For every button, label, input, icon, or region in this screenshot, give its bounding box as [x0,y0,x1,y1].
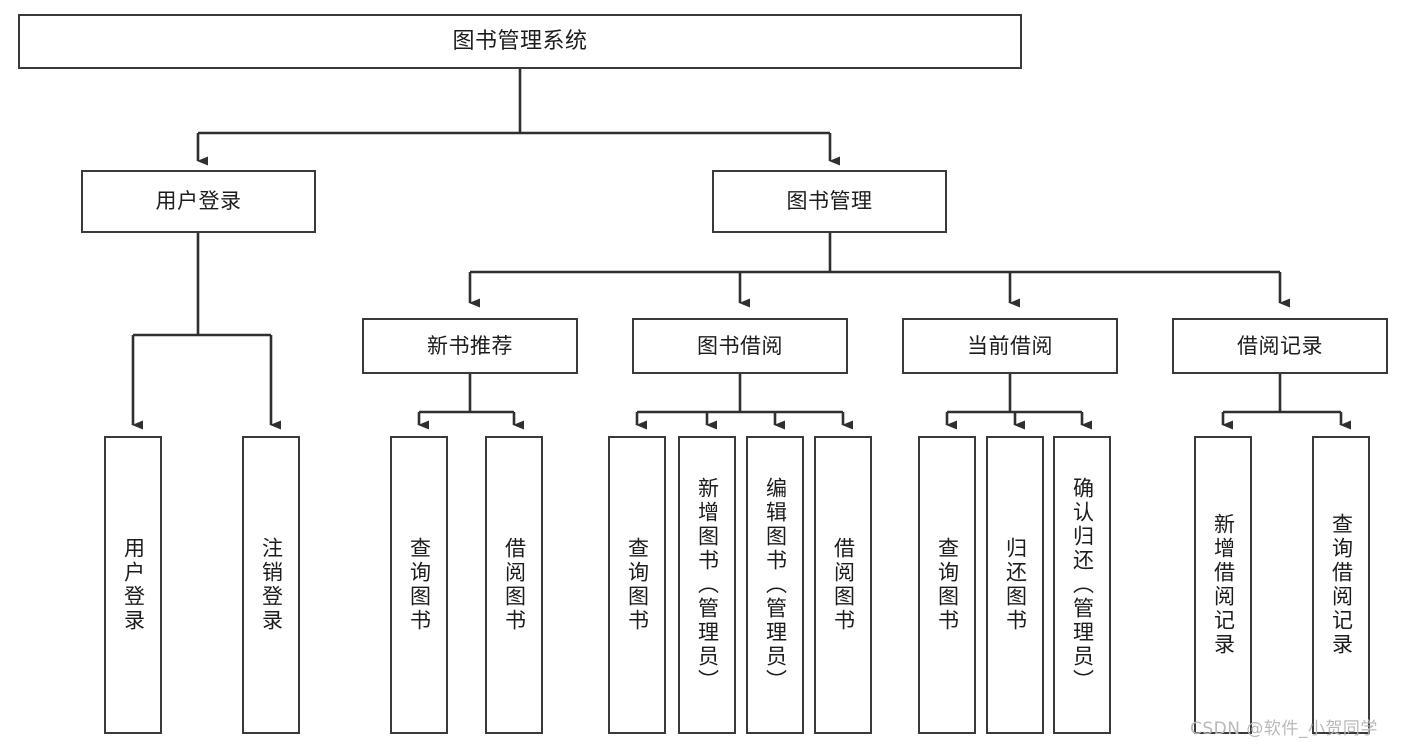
node-label: 借阅记录 [1237,333,1323,358]
node-new-book-recommendation[interactable]: 新书推荐 [362,318,578,374]
node-root-book-management-system[interactable]: 图书管理系统 [18,14,1022,69]
leaf-return-book[interactable]: 归还图书 [986,436,1044,734]
node-current-borrowing[interactable]: 当前借阅 [902,318,1118,374]
node-label: 归还图书 [1003,537,1028,633]
node-label: 注销登录 [259,537,284,633]
node-user-login[interactable]: 用户登录 [81,170,316,233]
node-label: 图书管理系统 [452,28,588,54]
node-borrowing-record[interactable]: 借阅记录 [1172,318,1388,374]
leaf-query-borrow-record[interactable]: 查询借阅记录 [1312,436,1370,734]
leaf-edit-book-admin[interactable]: 编辑图书（管理员） [746,436,804,734]
node-book-management[interactable]: 图书管理 [712,170,947,233]
leaf-confirm-return-admin[interactable]: 确认归还（管理员） [1053,436,1111,734]
node-label: 用户登录 [121,537,146,633]
node-label: 新增图书（管理员） [695,477,720,693]
node-book-borrowing[interactable]: 图书借阅 [632,318,848,374]
node-label: 新书推荐 [427,333,513,358]
leaf-add-borrow-record[interactable]: 新增借阅记录 [1194,436,1252,734]
leaf-borrow-book[interactable]: 借阅图书 [814,436,872,734]
node-label: 借阅图书 [831,537,856,633]
node-label: 借阅图书 [502,537,527,633]
leaf-add-book-admin[interactable]: 新增图书（管理员） [678,436,736,734]
node-label: 当前借阅 [967,333,1053,358]
node-label: 查询图书 [407,537,432,633]
node-label: 新增借阅记录 [1211,513,1236,657]
leaf-borrow-book-new[interactable]: 借阅图书 [485,436,543,734]
node-label: 编辑图书（管理员） [763,477,788,693]
leaf-query-book-new[interactable]: 查询图书 [390,436,448,734]
node-label: 用户登录 [155,189,242,214]
leaf-logout[interactable]: 注销登录 [242,436,300,734]
node-label: 查询借阅记录 [1329,513,1354,657]
leaf-query-book-borrow[interactable]: 查询图书 [608,436,666,734]
node-label: 查询图书 [935,537,960,633]
node-label: 图书借阅 [697,333,783,358]
node-label: 查询图书 [625,537,650,633]
leaf-user-login[interactable]: 用户登录 [104,436,162,734]
node-label: 图书管理 [786,189,873,214]
watermark-text: CSDN @软件_小贺同学 [1190,719,1378,739]
leaf-query-book-current[interactable]: 查询图书 [918,436,976,734]
node-label: 确认归还（管理员） [1070,477,1095,693]
